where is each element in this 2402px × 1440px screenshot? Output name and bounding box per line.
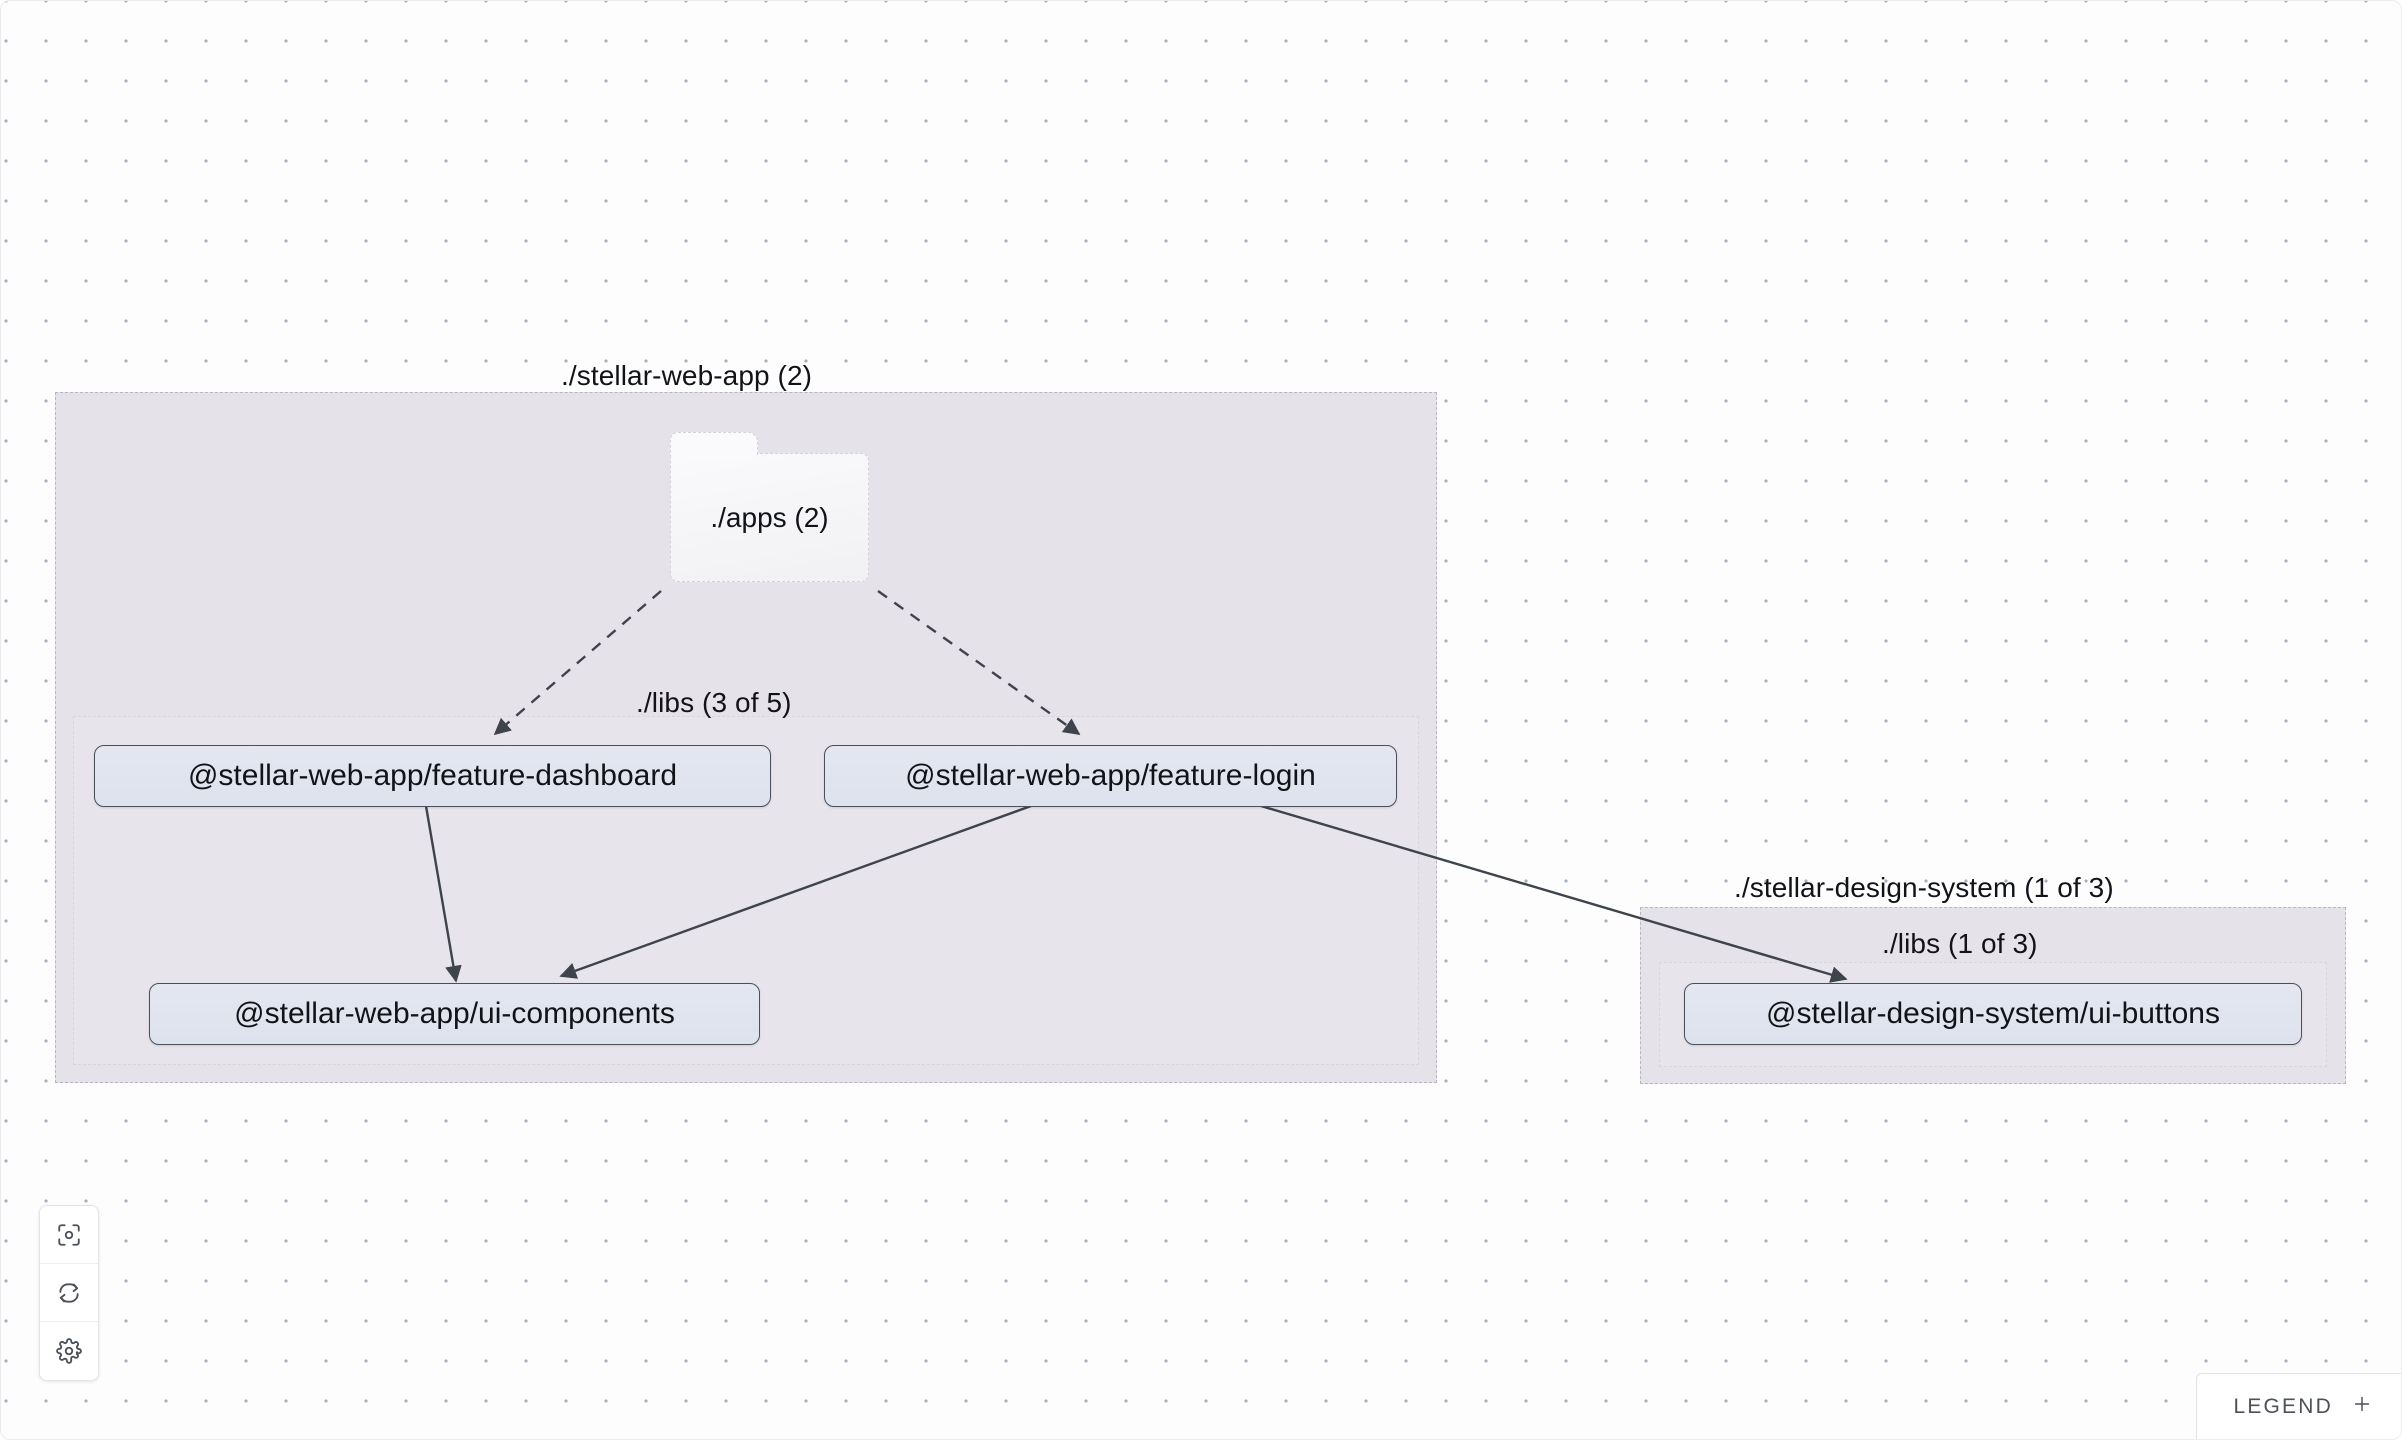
folder-tab <box>669 432 758 459</box>
group-label-stellar-web-app-libs: ./libs (3 of 5) <box>636 687 792 718</box>
refresh-graph-button[interactable] <box>40 1264 98 1322</box>
node-feature-dashboard[interactable]: @stellar-web-app/feature-dashboard <box>94 745 771 807</box>
group-label-stellar-web-app: ./stellar-web-app (2) <box>561 360 813 391</box>
focus-graph-button[interactable] <box>40 1206 98 1264</box>
legend-label: LEGEND <box>2233 1394 2333 1418</box>
node-feature-login[interactable]: @stellar-web-app/feature-login <box>824 745 1397 807</box>
node-ui-buttons[interactable]: @stellar-design-system/ui-buttons <box>1684 983 2302 1045</box>
group-label-stellar-design-system-libs: ./libs (1 of 3) <box>1882 928 2038 959</box>
folder-node-apps[interactable]: ./apps (2) <box>669 432 869 582</box>
folder-label-apps: ./apps (2) <box>710 501 829 533</box>
node-ui-components[interactable]: @stellar-web-app/ui-components <box>149 983 760 1045</box>
group-label-stellar-design-system: ./stellar-design-system (1 of 3) <box>1734 872 2114 903</box>
canvas-controls[interactable] <box>39 1205 99 1381</box>
settings-button[interactable] <box>40 1322 98 1380</box>
legend-toggle[interactable]: LEGEND <box>2196 1373 2401 1439</box>
gear-icon <box>56 1338 82 1364</box>
focus-target-icon <box>56 1222 82 1248</box>
plus-icon <box>2351 1393 2373 1420</box>
refresh-icon <box>56 1280 82 1306</box>
